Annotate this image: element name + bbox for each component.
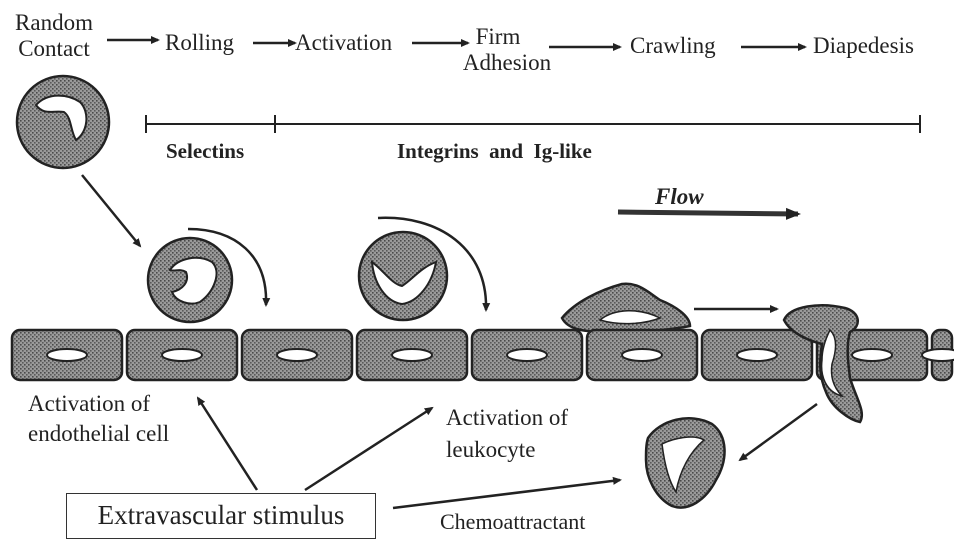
step-firm-adhesion-line2: Adhesion <box>452 50 562 76</box>
phase-selectins: Selectins <box>166 138 244 164</box>
endothelial-nucleus <box>392 349 432 361</box>
step-crawling: Crawling <box>630 33 716 59</box>
step-random-contact-line1: Random <box>0 10 108 36</box>
extravascular-stimulus-box: Extravascular stimulus <box>66 493 376 539</box>
step-random-contact-line2: Contact <box>0 36 108 62</box>
endothelial-nucleus <box>922 349 954 361</box>
leukocyte-extravasated <box>646 418 725 507</box>
step-activation: Activation <box>295 30 392 56</box>
flow-arrow <box>618 212 798 214</box>
arrow-to-leukocyte <box>305 408 432 490</box>
arrow-to-rolling-cell <box>82 175 140 246</box>
endothelial-nucleus <box>622 349 662 361</box>
phase-integrins: Integrins and Ig-like <box>397 138 592 164</box>
step-rolling: Rolling <box>165 30 234 56</box>
endothelial-nucleus <box>277 349 317 361</box>
step-random-contact: Random Contact <box>0 10 108 62</box>
label-activation-endothelial-line1: Activation of <box>28 391 169 417</box>
endothelial-nucleus <box>47 349 87 361</box>
label-activation-leukocyte-line1: Activation of <box>446 405 568 431</box>
label-activation-endothelial-line2: endothelial cell <box>28 421 169 447</box>
flow-label: Flow <box>655 184 704 210</box>
endothelial-nucleus <box>162 349 202 361</box>
endothelial-nucleus <box>852 349 892 361</box>
arrow-diapedesis-to-tissue <box>740 404 817 460</box>
arrow-to-endothelial <box>198 398 257 490</box>
arrow-to-chemoattractant <box>393 480 620 508</box>
leukocyte-activated <box>359 232 447 320</box>
step-firm-adhesion: Firm Adhesion <box>452 24 562 76</box>
label-chemoattractant: Chemoattractant <box>440 509 585 535</box>
step-diapedesis: Diapedesis <box>813 33 914 59</box>
phase-bracket <box>146 115 920 133</box>
endothelial-nucleus <box>507 349 547 361</box>
leukocyte-random-contact <box>17 76 109 168</box>
label-activation-leukocyte-line2: leukocyte <box>446 437 568 463</box>
label-activation-endothelial: Activation of endothelial cell <box>28 391 169 447</box>
endothelial-nucleus <box>737 349 777 361</box>
step-firm-adhesion-line1: Firm <box>434 24 562 50</box>
leukocyte-rolling <box>148 238 232 322</box>
leukocyte-firm-adhesion <box>562 284 690 332</box>
label-activation-leukocyte: Activation of leukocyte <box>446 405 568 463</box>
